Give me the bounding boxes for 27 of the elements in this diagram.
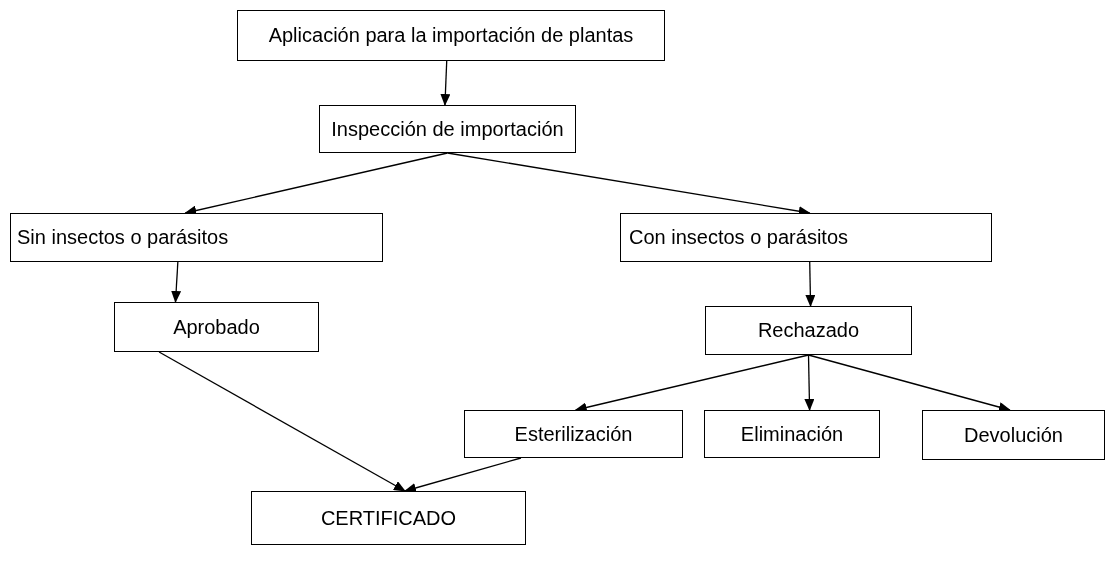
process-box bbox=[10, 213, 383, 262]
arrow bbox=[804, 354, 815, 411]
process-box bbox=[704, 410, 880, 458]
box-label: Eliminación bbox=[740, 422, 844, 446]
process-box bbox=[620, 213, 992, 262]
box-label: Inspección de importación bbox=[331, 117, 564, 141]
process-box bbox=[705, 306, 912, 355]
arrow bbox=[807, 354, 1011, 412]
arrow bbox=[805, 261, 816, 307]
box-label: Rechazado bbox=[757, 319, 860, 342]
process-box bbox=[319, 105, 576, 153]
box-label: Devolución bbox=[964, 423, 1063, 447]
box-label: Esterilización bbox=[514, 422, 633, 446]
arrow bbox=[171, 261, 182, 303]
process-box bbox=[922, 410, 1105, 460]
arrow bbox=[158, 351, 406, 492]
box-label: CERTIFICADO bbox=[320, 506, 457, 530]
box-label: Con insectos o parásitos bbox=[629, 226, 848, 249]
box-label: Aprobado bbox=[173, 315, 260, 339]
process-box bbox=[114, 302, 319, 352]
arrow bbox=[404, 457, 522, 493]
process-box bbox=[464, 410, 683, 458]
box-label: Sin insectos o parásitos bbox=[17, 226, 229, 249]
process-box bbox=[237, 10, 665, 61]
box-label: Aplicación para la importación de plantas bbox=[268, 24, 634, 47]
process-box bbox=[251, 491, 526, 545]
arrow bbox=[440, 60, 451, 106]
